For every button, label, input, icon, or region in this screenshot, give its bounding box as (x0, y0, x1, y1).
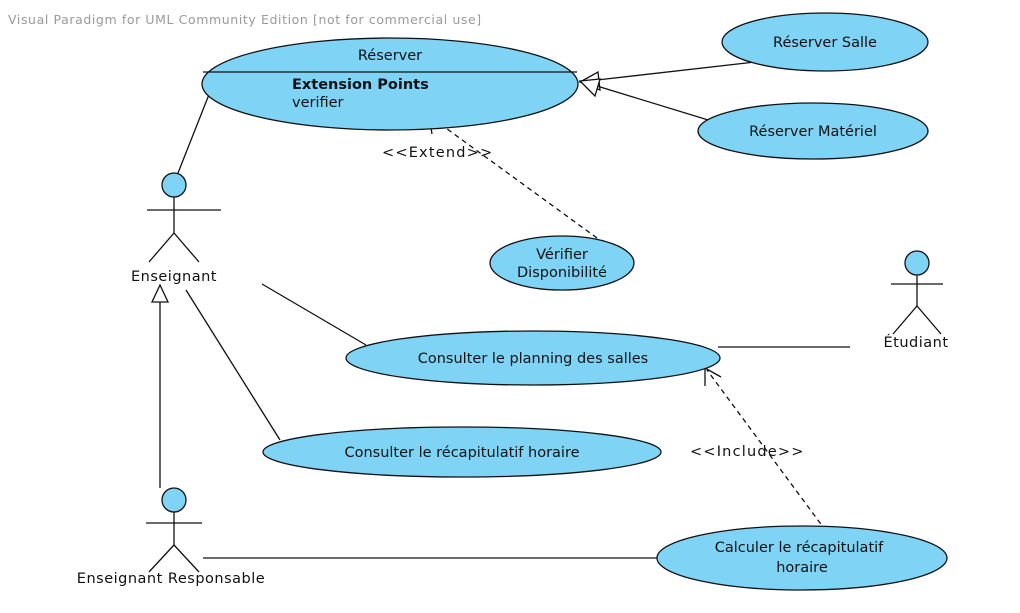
use-case-verifier-disponibilite-line-1: Vérifier (536, 247, 588, 263)
extend-stereotype-label: <<Extend>> (382, 145, 493, 161)
use-case-consulter-planning[interactable]: Consulter le planning des salles (345, 330, 721, 386)
use-case-consulter-recapitulatif-label: Consulter le récapitulatif horaire (344, 445, 579, 461)
actor-enseignant-responsable-head (161, 487, 187, 513)
use-case-verifier-disponibilite-line-2: Disponibilité (517, 265, 607, 281)
use-case-reserver-materiel-label: Réserver Matériel (749, 124, 877, 140)
use-case-consulter-planning-label: Consulter le planning des salles (418, 351, 649, 367)
association-enseignant-consulter-planning (261, 283, 367, 346)
use-case-consulter-planning-shape (345, 330, 721, 386)
actor-etudiant-head (904, 250, 930, 276)
actor-enseignant-legs (148, 232, 200, 263)
use-case-reserver-materiel[interactable]: Réserver Matériel (697, 102, 929, 160)
generalization-reserver-salle-line (596, 61, 756, 81)
use-case-reserver[interactable]: Réserver Extension Points verifier (201, 37, 579, 131)
generalization-reserver-materiel-line (596, 85, 719, 124)
actor-etudiant-label: Étudiant (883, 334, 948, 351)
actor-enseignant-responsable-label: Enseignant Responsable (77, 571, 265, 587)
extension-point-verifier: verifier (292, 95, 344, 111)
include-stereotype-label: <<Include>> (690, 444, 805, 460)
use-case-verifier-disponibilite[interactable]: Vérifier Disponibilité (489, 235, 635, 291)
association-enseignant-consulter-recapitulatif (185, 289, 281, 441)
use-case-consulter-recapitulatif-shape (262, 426, 662, 478)
actor-etudiant-legs (892, 305, 942, 335)
use-case-calculer-recapitulatif-line-2: horaire (776, 560, 828, 576)
extend-dependency-line (431, 117, 598, 239)
generalization-arrowhead-enseignant (150, 283, 170, 303)
use-case-calculer-recapitulatif-shape (656, 525, 948, 591)
use-case-calculer-recapitulatif[interactable]: Calculer le récapitulatif horaire (656, 525, 948, 591)
generalization-arrowhead-reserver-materiel (578, 78, 601, 98)
include-dependency-line (706, 369, 827, 532)
extension-points-title: Extension Points (292, 77, 429, 93)
use-case-reserver-salle-shape (721, 12, 929, 72)
use-case-calculer-recapitulatif-line-1: Calculer le récapitulatif (715, 540, 884, 556)
use-case-verifier-disponibilite-shape (489, 235, 635, 291)
use-case-reserver-salle-label: Réserver Salle (773, 35, 877, 51)
actor-enseignant-responsable[interactable]: Enseignant Responsable (77, 487, 265, 587)
actor-etudiant[interactable]: Étudiant (883, 250, 948, 351)
watermark: Visual Paradigm for UML Community Editio… (8, 12, 482, 27)
use-case-reserver-name: Réserver (358, 48, 422, 64)
use-case-consulter-recapitulatif[interactable]: Consulter le récapitulatif horaire (262, 426, 662, 478)
use-case-reserver-salle[interactable]: Réserver Salle (721, 12, 929, 72)
actor-enseignant[interactable]: Enseignant (131, 172, 221, 285)
use-case-reserver-materiel-shape (697, 102, 929, 160)
actor-enseignant-head (161, 172, 187, 198)
actor-enseignant-label: Enseignant (131, 269, 217, 285)
association-enseignant-reserver (177, 91, 211, 174)
use-case-reserver-shape (201, 37, 579, 131)
actor-enseignant-responsable-legs (148, 544, 200, 573)
